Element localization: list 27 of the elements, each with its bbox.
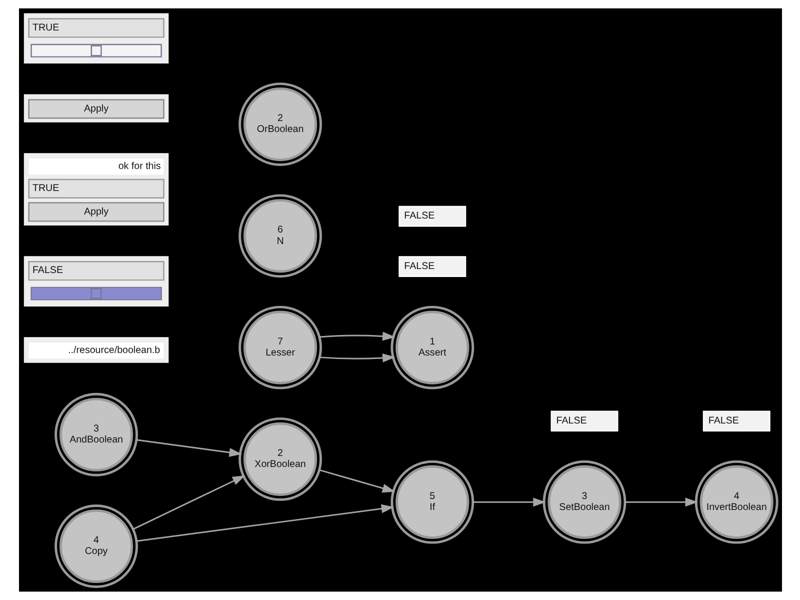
node-circle: 6 N: [238, 194, 322, 278]
arrow: [624, 498, 698, 507]
node-box: TRUE: [23, 13, 168, 64]
node-circle: 2 XorBoolean: [238, 417, 322, 501]
node-box: FALSE: [398, 256, 466, 277]
arrow: [319, 332, 395, 341]
node-circle: 3 SetBoolean: [542, 460, 626, 544]
node-box: FALSE: [398, 206, 466, 227]
node-circle: 4 Copy: [54, 504, 138, 588]
arrow: [319, 354, 395, 362]
node-box: ok for this TRUE Apply: [23, 153, 168, 226]
node-box: FALSE: [23, 256, 168, 306]
arrow: [318, 469, 395, 493]
node-box: FALSE: [550, 410, 618, 432]
arrow: [132, 475, 245, 530]
node-box: FALSE: [702, 410, 770, 432]
arrow: [472, 498, 546, 507]
node-circle: 5 If: [390, 460, 474, 544]
node-circle: 7 Lesser: [238, 306, 322, 390]
arrow: [136, 504, 394, 542]
arrow: [136, 439, 242, 457]
node-box: Apply: [23, 94, 168, 122]
node-box: ../resource/boolean.b: [23, 337, 168, 363]
node-circle: 1 Assert: [390, 306, 474, 390]
node-circle: 3 AndBoolean: [54, 392, 138, 476]
node-circle: 4 InvertBoolean: [694, 460, 778, 544]
node-circle: 2 OrBoolean: [238, 82, 322, 166]
